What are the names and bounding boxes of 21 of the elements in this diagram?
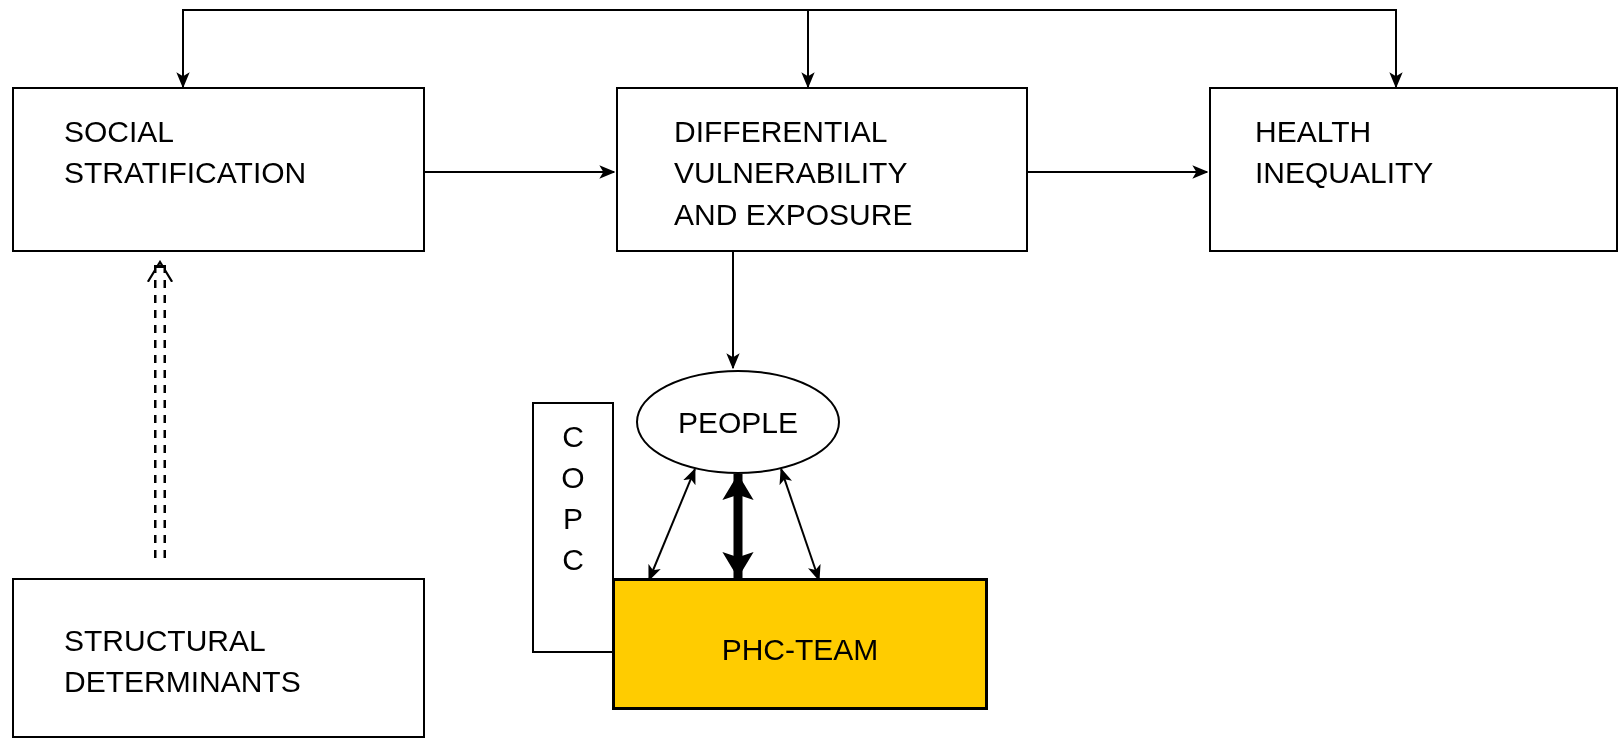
arrow — [1027, 165, 1209, 179]
bracket-box — [532, 402, 614, 653]
process-box — [1209, 87, 1618, 252]
arrow — [424, 165, 616, 179]
arrow — [726, 251, 740, 370]
node-label: DIFFERENTIAL VULNERABILITY AND EXPOSURE — [674, 114, 914, 233]
node-label: SOCIAL STRATIFICATION — [64, 114, 308, 192]
arrow — [801, 9, 815, 89]
process-box — [616, 87, 1028, 252]
team-box — [612, 578, 988, 710]
process-box — [12, 578, 425, 738]
node-label: PEOPLE — [677, 404, 799, 441]
thick-double-arrow — [722, 474, 754, 578]
node-label: PHC-TEAM — [721, 631, 879, 668]
node-label: HEALTH INEQUALITY — [1255, 114, 1435, 192]
arrow — [176, 9, 809, 89]
process-box — [12, 87, 425, 252]
node-label: STRUCTURAL DETERMINANTS — [64, 623, 302, 701]
arrow — [807, 9, 1403, 89]
node-label: COPC — [560, 419, 586, 579]
dashed-double-arrow — [146, 260, 174, 558]
